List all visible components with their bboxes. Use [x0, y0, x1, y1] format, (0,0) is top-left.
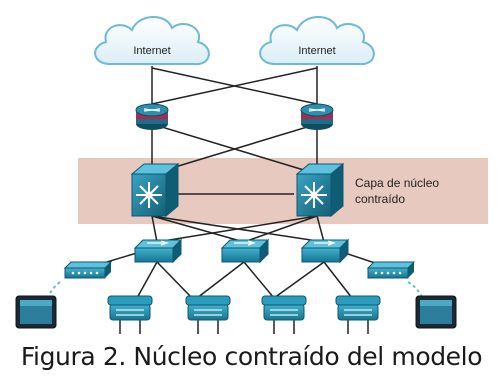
multilayer-switch-icon — [130, 162, 180, 218]
ip-phone-icon — [185, 295, 231, 321]
core-layer-label: Capa de núcleo — [355, 176, 439, 190]
core-layer-label: contraído — [355, 192, 405, 206]
network-diagram: Internet Internet — [12, 6, 488, 334]
access-switch-icon — [301, 239, 349, 263]
ip-phone-icon — [261, 295, 307, 321]
tablet-icon — [15, 295, 57, 329]
tablet-icon — [415, 295, 457, 329]
internet-cloud-left: Internet — [94, 15, 210, 66]
ip-phone-icon — [335, 295, 381, 321]
router-icon — [300, 103, 334, 130]
diagram-canvas: Internet Internet — [15, 15, 488, 334]
multilayer-switch-icon — [295, 162, 345, 218]
wireless-ap-icon — [366, 261, 416, 279]
cloud-label: Internet — [298, 45, 335, 57]
wireless-ap-icon — [63, 261, 113, 279]
cloud-label: Internet — [133, 45, 170, 57]
internet-cloud-right: Internet — [259, 15, 375, 66]
router-icon — [135, 103, 169, 130]
figure-caption: Figura 2. Núcleo contraído del modelo — [20, 342, 483, 371]
access-switch-icon — [221, 239, 269, 263]
access-switch-icon — [134, 239, 182, 263]
network-links — [86, 66, 391, 334]
ip-phone-icon — [107, 295, 153, 321]
